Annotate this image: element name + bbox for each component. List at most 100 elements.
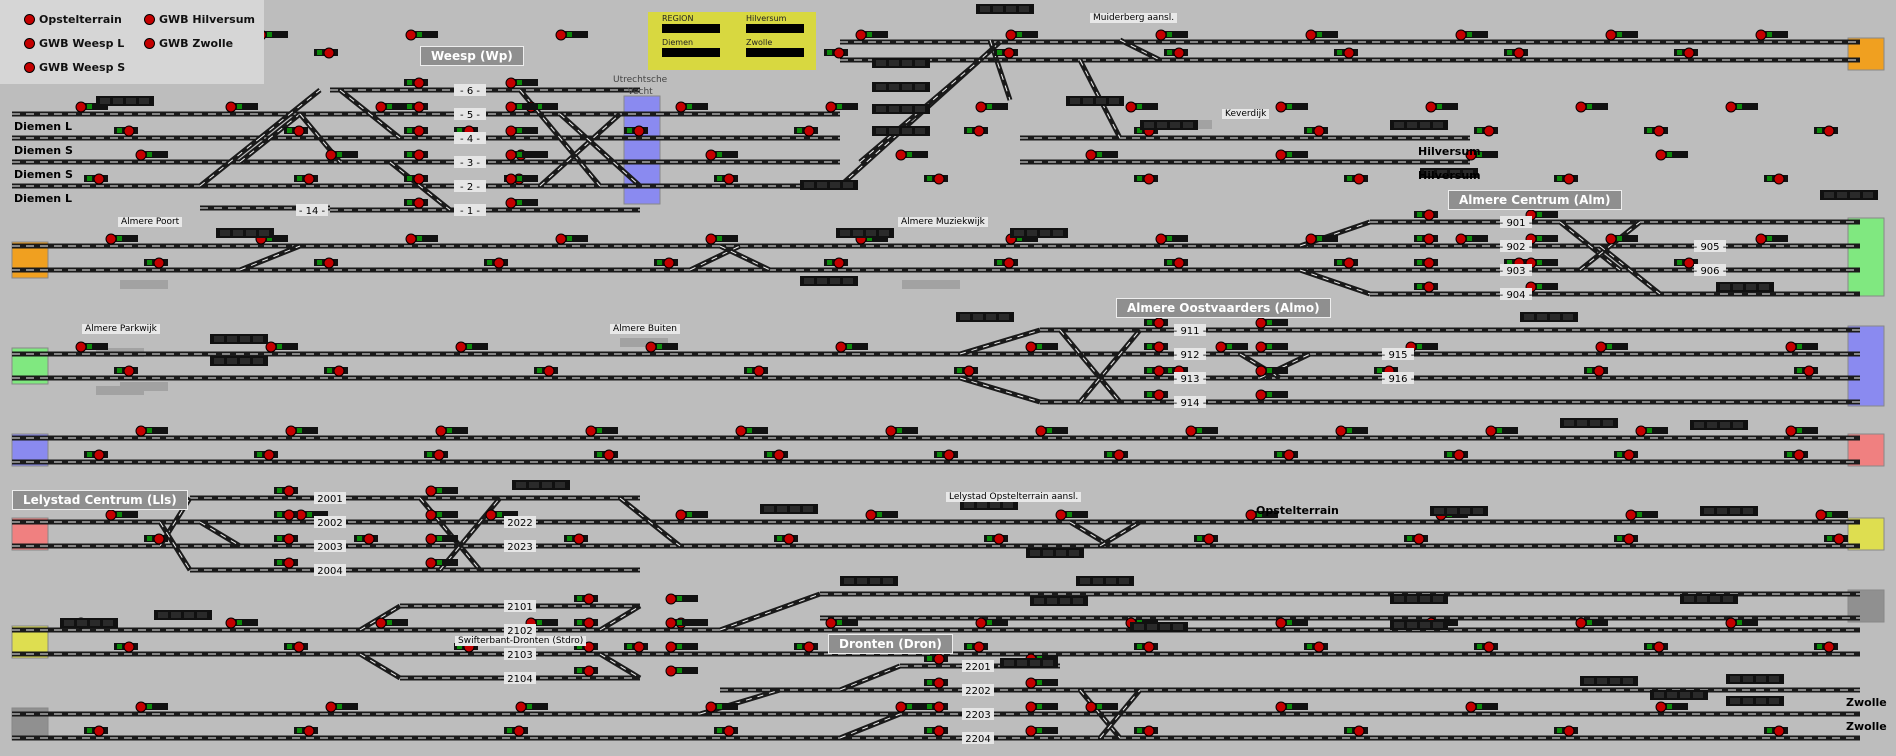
describer-cell	[915, 60, 925, 66]
describer-cell	[1717, 508, 1727, 514]
describer-cell	[139, 98, 149, 104]
legend-gwb-zwolle[interactable]: GWB Zwolle	[144, 37, 233, 50]
track-crossover-centerline	[1599, 245, 1661, 295]
signal-head	[534, 103, 558, 110]
station-almere-centrum[interactable]: Almere Centrum (Alm)	[1448, 190, 1622, 210]
track-number-bg	[1694, 240, 1726, 252]
signal-head	[834, 619, 858, 626]
describer-cell	[840, 230, 850, 236]
describer-cell	[889, 106, 899, 112]
train-describer-block	[512, 480, 570, 490]
region-indicator[interactable]	[662, 24, 720, 33]
signal-lamp-green	[447, 428, 452, 433]
describer-cell	[77, 620, 87, 626]
diemen-indicator[interactable]	[662, 48, 720, 57]
signal-lamp-red	[1155, 29, 1167, 41]
describer-cell	[103, 620, 113, 626]
platform	[902, 280, 960, 289]
signal-head	[1034, 679, 1058, 686]
describer-cell	[977, 502, 987, 508]
signal-head	[144, 703, 168, 710]
signal-lamp-red	[1773, 725, 1785, 737]
signal-lamp-green	[1417, 284, 1422, 289]
track-crossover-centerline	[239, 113, 301, 163]
signal-lamp-red	[105, 233, 117, 245]
zwolle-indicator[interactable]	[746, 48, 804, 57]
track-crossover-centerline	[199, 137, 261, 187]
signal-lamp-red	[1025, 677, 1037, 689]
signal-lamp-green	[337, 704, 342, 709]
signal-lamp-green	[1137, 128, 1142, 133]
signal-lamp-red	[1513, 47, 1525, 59]
describer-cell	[1144, 122, 1154, 128]
legend-opstelterrain[interactable]: Opstelterrain	[24, 13, 122, 26]
describer-cell	[1047, 598, 1057, 604]
signal-lamp-green	[1417, 236, 1422, 241]
station-weesp[interactable]: Weesp (Wp)	[420, 46, 524, 66]
signal-head	[334, 703, 358, 710]
signal-lamp-red	[75, 101, 87, 113]
describer-cell	[1603, 420, 1613, 426]
track-number: - 904 -	[1500, 290, 1533, 301]
signal-lamp-green	[257, 452, 262, 457]
signal-lamp-green	[1787, 452, 1792, 457]
track-crossover-centerline	[559, 113, 641, 187]
signal-head	[1264, 367, 1288, 374]
track-number-bg	[962, 660, 994, 672]
signal-lamp-green	[677, 644, 682, 649]
signal-lamp-red	[1343, 47, 1355, 59]
describer-cell	[1460, 508, 1470, 514]
signal-head	[514, 199, 538, 206]
signal-lamp-green	[1617, 32, 1622, 37]
signal-lamp-red	[413, 197, 425, 209]
signal-lamp-green	[277, 560, 282, 565]
signal-lamp-green	[117, 368, 122, 373]
signal-lamp-red	[1483, 125, 1495, 137]
track-segment	[200, 205, 330, 211]
signal-lamp-green	[1767, 728, 1772, 733]
signal-lamp-green	[1287, 704, 1292, 709]
describer-cell	[1447, 508, 1457, 514]
hilversum-indicator[interactable]	[746, 24, 804, 33]
legend-gwb-weesp-l[interactable]: GWB Weesp L	[24, 37, 124, 50]
signal-lamp-red	[1215, 341, 1227, 353]
signal-lamp-green	[1287, 104, 1292, 109]
signal-lamp-red	[1255, 317, 1267, 329]
describer-cell	[1394, 596, 1404, 602]
signal-lamp-red	[825, 101, 837, 113]
signal-lamp-green	[1267, 344, 1272, 349]
signal-lamp-red	[885, 425, 897, 437]
signal-lamp-red	[283, 509, 295, 521]
describer-cell	[1824, 192, 1834, 198]
signal-lamp-red	[1025, 341, 1037, 353]
signal-head	[1584, 619, 1608, 626]
signal-lamp-red	[1413, 533, 1425, 545]
signal-head	[1164, 31, 1188, 38]
signal-lamp-red	[505, 77, 517, 89]
legend-gwb-hilversum[interactable]: GWB Hilversum	[144, 13, 255, 26]
signal-lamp-green	[927, 680, 932, 685]
describer-cell	[844, 578, 854, 584]
describer-cell	[857, 578, 867, 584]
signal-lamp-green	[1307, 128, 1312, 133]
signal-lamp-red	[413, 173, 425, 185]
describer-cell	[1743, 508, 1753, 514]
signal-lamp-green	[1037, 728, 1042, 733]
describer-cell	[1746, 284, 1756, 290]
station-almere-oostvaarders[interactable]: Almere Oostvaarders (Almo)	[1116, 298, 1331, 318]
legend-gwb-weesp-s[interactable]: GWB Weesp S	[24, 61, 125, 74]
track-number-bg	[1382, 372, 1414, 384]
signal-lamp-red	[93, 725, 105, 737]
signal-lamp-red	[413, 77, 425, 89]
signal-lamp-green	[1797, 368, 1802, 373]
track-number: - 2001 -	[310, 494, 349, 505]
signal-head	[434, 487, 458, 494]
describer-cell	[1160, 624, 1170, 630]
signal-lamp-green	[1037, 704, 1042, 709]
train-describer-block	[1726, 674, 1784, 684]
signal-lamp-green	[147, 152, 152, 157]
signal-lamp-green	[267, 236, 272, 241]
signal-lamp-red	[665, 665, 677, 677]
station-lelystad[interactable]: Lelystad Centrum (Lls)	[12, 490, 188, 510]
station-dronten[interactable]: Dronten (Dron)	[828, 634, 953, 654]
